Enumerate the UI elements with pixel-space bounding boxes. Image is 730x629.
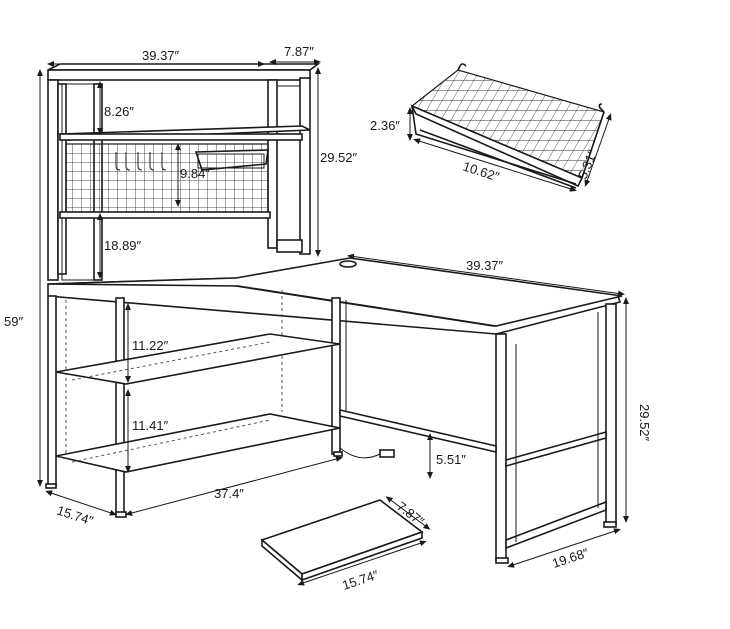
dim-line-leg-depth — [507, 528, 621, 568]
cable-grommet — [339, 260, 357, 268]
hutch-right-frame — [276, 85, 301, 247]
desk — [45, 257, 623, 564]
leg-front-post — [495, 333, 507, 561]
dim-line-desk-length — [347, 253, 625, 297]
label-basket-width: 10.62″ — [461, 159, 501, 185]
label-footrest-clearance: 5.51″ — [436, 452, 466, 467]
hutch-right-post — [267, 79, 278, 249]
label-desk-length: 39.37″ — [466, 258, 504, 273]
dim-line-base-length — [125, 456, 343, 516]
label-leg-depth: 19.68″ — [550, 545, 590, 571]
dim-line-board-length — [297, 540, 427, 586]
power-plug-icon — [379, 449, 395, 458]
label-lower-hutch-gap: 18.89″ — [104, 238, 142, 253]
dim-line-basket-width — [413, 138, 577, 192]
pegboard-basket — [194, 149, 269, 171]
label-board-length: 15.74″ — [340, 567, 380, 593]
label-hutch-width: 39.37″ — [142, 48, 180, 63]
dimension-lines — [37, 59, 629, 586]
tower-shelf-upper — [55, 333, 341, 385]
hutch-lower-rail — [59, 211, 271, 219]
label-top-shelf-gap: 8.26″ — [104, 104, 134, 119]
label-shelf-gap-lower: 11.41″ — [132, 418, 169, 433]
dim-line-basket-depth — [584, 113, 612, 187]
dim-line-base-depth — [45, 490, 117, 516]
label-base-depth: 15.74″ — [55, 503, 95, 529]
dim-line-board-depth — [385, 496, 431, 530]
hutch-right-foot — [276, 239, 303, 253]
foot-2 — [495, 557, 509, 564]
label-hutch-depth: 7.87″ — [284, 44, 314, 59]
foot-3 — [603, 521, 617, 528]
hutch-right-front-post — [299, 77, 311, 255]
hutch-left-post — [47, 79, 59, 281]
label-shelf-gap-upper: 11.22″ — [132, 338, 169, 353]
power-cable — [339, 447, 381, 459]
foot-1 — [115, 511, 127, 518]
label-hutch-height: 29.52″ — [320, 150, 358, 165]
tower-shelf-lower — [55, 413, 341, 473]
label-basket-height: 2.36″ — [370, 118, 400, 133]
hutch-top-front — [47, 69, 311, 81]
tower-shelf-hidden — [71, 341, 271, 463]
tower-right-post — [331, 297, 341, 455]
leg-bottom-bar — [505, 500, 607, 550]
hook-icons — [115, 152, 167, 171]
label-pegboard-height: 9.84″ — [180, 166, 210, 181]
label-total-height: 59″ — [4, 314, 23, 329]
leg-rear-post — [605, 303, 617, 525]
hutch — [47, 63, 321, 281]
tower-left-post — [47, 295, 57, 487]
hutch-middle-shelf-front — [59, 133, 303, 141]
hutch-top-board — [47, 63, 321, 71]
leg-middle-bar — [505, 430, 607, 468]
label-base-length: 37.4″ — [214, 486, 244, 501]
label-desk-height: 29.52″ — [637, 404, 652, 442]
foot-4 — [333, 451, 343, 457]
back-stretcher — [339, 408, 497, 454]
foot-5 — [45, 483, 57, 489]
